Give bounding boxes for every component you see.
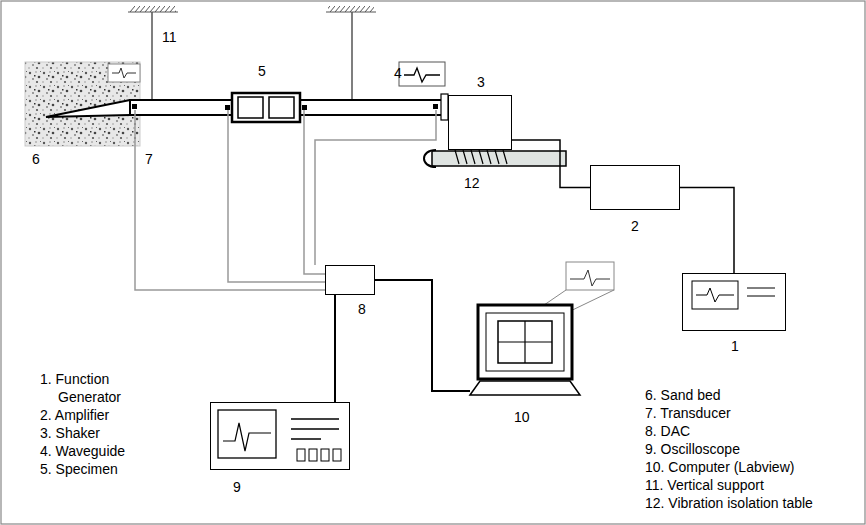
callout-number: 12 (464, 174, 480, 192)
legend-item: 11. Vertical support (645, 476, 764, 494)
callout-number: 4 (394, 64, 402, 82)
legend-item: 4. Waveguide (40, 442, 125, 460)
cable (375, 280, 470, 391)
legend-item: 12. Vibration isolation table (645, 494, 813, 512)
callout-number: 7 (145, 150, 153, 168)
sand-bed (25, 62, 140, 146)
legend-item: 8. DAC (645, 422, 690, 440)
callout-number: 9 (233, 479, 241, 495)
legend-item: 6. Sand bed (645, 386, 721, 404)
callout-number: 11 (162, 28, 177, 46)
legend-item: 5. Specimen (40, 460, 118, 478)
shaker: 3 (448, 95, 512, 150)
signal-icon (108, 62, 445, 86)
waveguide (46, 94, 448, 120)
callout-number: 3 (477, 74, 485, 90)
transducer-wires (135, 110, 436, 290)
callout-number: 6 (32, 150, 40, 168)
callout-number: 5 (258, 62, 266, 80)
callout-number: 10 (514, 409, 530, 425)
function-generator: 1 (682, 273, 786, 331)
computer: 10 (470, 305, 580, 395)
legend-item: 3. Shaker (40, 424, 100, 442)
callout-number: 2 (631, 218, 639, 234)
amplifier: 2 (590, 165, 680, 210)
legend-item: 10. Computer (Labview) (645, 458, 794, 476)
oscilloscope: 9 (210, 402, 350, 470)
specimen (232, 93, 300, 122)
legend-item: 2. Amplifier (40, 406, 109, 424)
cable (680, 188, 734, 274)
cable (512, 140, 590, 188)
callout-number: 1 (731, 338, 739, 354)
transducer (132, 104, 438, 110)
oscilloscope-drawing (211, 403, 349, 469)
legend-item: 7. Transducer (645, 404, 731, 422)
computer-drawing (470, 305, 580, 395)
function-generator-drawing (683, 274, 785, 330)
legend-item: 1. Function Generator (40, 370, 158, 406)
legend-item: 9. Oscilloscope (645, 440, 740, 458)
vertical-support (128, 6, 376, 100)
callout-number: 8 (358, 301, 366, 317)
dac-box: 8 (325, 265, 375, 295)
vibration-isolation-table (424, 150, 566, 167)
cable (335, 295, 336, 402)
